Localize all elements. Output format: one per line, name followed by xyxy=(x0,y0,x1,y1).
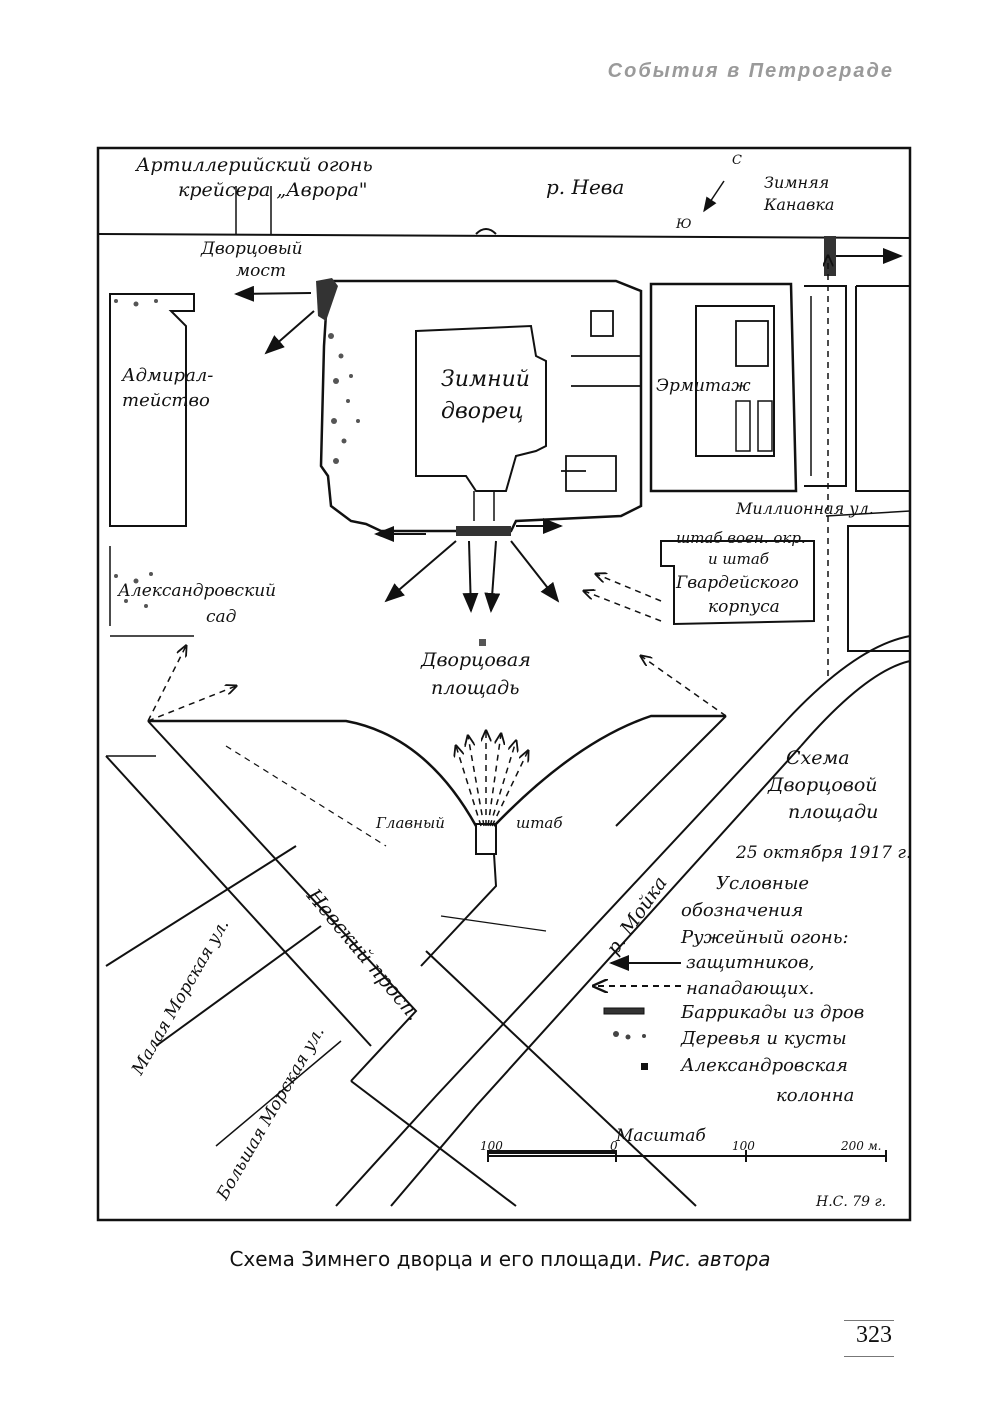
label-admiralty-1: Адмирал- xyxy=(120,365,213,386)
label-admiralty-2: тейство xyxy=(122,390,210,411)
neva-embankment xyxy=(97,233,911,239)
label-artillery-1: Артиллерийский огонь xyxy=(134,154,373,176)
legend-column-2: колонна xyxy=(776,1085,854,1106)
label-zimnyaya-2: Канавка xyxy=(763,195,834,214)
legend-title-1: Условные xyxy=(716,873,809,894)
legend-barricades: Баррикады из дров xyxy=(680,1002,864,1023)
page-number: 323 xyxy=(856,1322,892,1348)
map-drawing: Артиллерийский огонь крейсера „Аврора" р… xyxy=(96,146,912,1222)
label-square-1: Дворцовая xyxy=(420,649,531,671)
page-number-rule-top xyxy=(844,1320,894,1321)
compass-south: Ю xyxy=(675,217,692,232)
legend-samples xyxy=(594,955,681,1015)
admiralty-building xyxy=(109,293,195,527)
label-bolshaya-morskaya: Большая Морская ул. xyxy=(213,1023,329,1204)
label-hq-2: и штаб xyxy=(708,550,770,568)
scale-tick-0: 0 xyxy=(610,1139,618,1153)
label-palace-2: дворец xyxy=(441,399,523,424)
page-number-rule-bottom xyxy=(844,1356,894,1357)
label-hermitage: Эрмитаж xyxy=(656,376,751,396)
label-main-hq-1: Главный xyxy=(375,814,445,832)
caption-main: Схема Зимнего дворца и его площади. xyxy=(229,1247,643,1271)
label-square-2: площадь xyxy=(431,677,520,699)
label-garden-1: Александровский xyxy=(117,581,276,601)
general-staff-west xyxy=(148,719,478,827)
defenders-fire xyxy=(234,180,903,613)
guards-hq-building xyxy=(660,540,815,626)
map-frame xyxy=(96,146,912,1222)
label-garden-2: сад xyxy=(206,607,237,627)
scale-tick-200: 200 м. xyxy=(840,1139,881,1153)
legend-column-1: Александровская xyxy=(679,1055,848,1076)
label-main-hq-2: штаб xyxy=(516,814,563,832)
caption-credit: Рис. автора xyxy=(648,1247,771,1271)
label-bridge-1: Дворцовый xyxy=(200,239,303,259)
attackers-fire xyxy=(147,256,828,827)
label-hq-4: корпуса xyxy=(708,597,780,617)
label-scheme-2: Дворцовой xyxy=(767,774,878,796)
trees-shrubs xyxy=(114,299,486,646)
label-millionnaya: Миллионная ул. xyxy=(735,499,874,518)
label-scheme-3: площади xyxy=(788,801,878,823)
label-scheme-date: 25 октября 1917 г. xyxy=(735,843,911,863)
scale-title: Масштаб xyxy=(615,1126,706,1146)
running-header: События в Петрограде xyxy=(607,60,894,82)
author-signature: Н.С. 79 г. xyxy=(815,1194,886,1210)
label-nevsky: Невский просп. xyxy=(302,883,427,1025)
label-hq-1: штаб воен. окр. xyxy=(676,529,806,547)
label-artillery-2: крейсера „Аврора" xyxy=(178,179,368,201)
palace-courtyard xyxy=(415,324,547,492)
alexander-column-mark xyxy=(479,639,486,646)
palace-square-map: Артиллерийский огонь крейсера „Аврора" р… xyxy=(96,146,912,1222)
hermitage-building xyxy=(649,282,798,493)
legend-attackers: нападающих. xyxy=(686,978,814,999)
scale-tick-100: 100 xyxy=(732,1139,755,1153)
label-moika: р. Мойка xyxy=(602,872,672,958)
legend-title-2: обозначения xyxy=(681,900,803,921)
legend-fire: Ружейный огонь: xyxy=(680,927,849,948)
label-zimnyaya-1: Зимняя xyxy=(764,173,829,192)
legend-defenders: защитников, xyxy=(686,952,814,973)
compass-north: С xyxy=(732,153,742,168)
general-staff-east xyxy=(493,714,726,827)
legend-column-sample xyxy=(641,1063,648,1070)
label-scheme-1: Схема xyxy=(786,747,850,769)
label-palace-1: Зимний xyxy=(441,367,530,392)
label-hq-3: Гвардейского xyxy=(675,573,799,593)
legend-trees: Деревья и кусты xyxy=(680,1028,847,1049)
legend-tree-sample xyxy=(613,1031,646,1040)
label-malaya-morskaya: Малая Морская ул. xyxy=(128,916,234,1080)
label-bridge-2: мост xyxy=(236,261,286,281)
scale-tick-100-left: 100 xyxy=(480,1139,503,1153)
label-neva: р. Нева xyxy=(546,175,624,199)
figure-caption: Схема Зимнего дворца и его площади. Рис.… xyxy=(0,1247,1000,1271)
